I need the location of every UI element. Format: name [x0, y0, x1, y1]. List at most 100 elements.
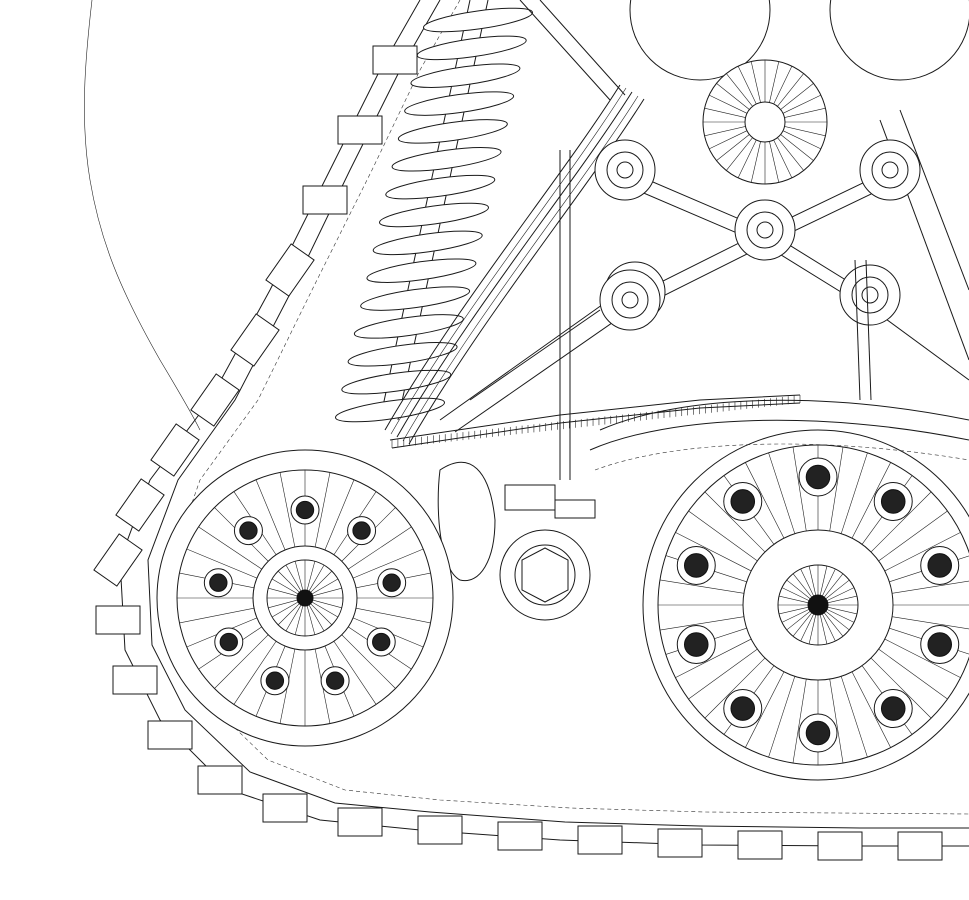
wheel-spoke-line [675, 638, 752, 678]
tread-block [93, 533, 143, 587]
wheel-spoke-line [716, 134, 750, 161]
wheel-spoke-line [704, 491, 766, 553]
wheel-spoke-line [716, 83, 750, 110]
upper-gear-cluster [629, 0, 969, 185]
wheel-bolt-center [880, 696, 906, 721]
wheel-spoke-line [768, 676, 796, 758]
wheel-spoke-line [792, 612, 812, 637]
wheel-spoke-line [851, 462, 891, 539]
wheel-spoke-line [822, 613, 836, 642]
spring-coil [372, 230, 483, 256]
spring-coil [360, 286, 471, 311]
wheel-spoke-line [355, 607, 431, 624]
wheel-spoke-line [324, 479, 355, 551]
spring-coil [347, 342, 458, 367]
wheel-spoke-line [792, 573, 812, 598]
tread-block [197, 765, 243, 795]
vertical-rods [559, 150, 872, 480]
wheel-spoke-line [750, 61, 761, 103]
wheel-spoke-line [829, 446, 844, 531]
wheel-spoke-line [826, 609, 855, 623]
tread-block [190, 373, 240, 427]
tread-block [337, 115, 383, 145]
wheel-spoke-line [268, 599, 298, 609]
wheel-spoke-line [824, 612, 844, 637]
pivot-joints [594, 139, 921, 331]
wheel-spoke-line [294, 561, 304, 591]
wheel-bolt-center [265, 671, 285, 690]
wheel-spoke-line [271, 578, 299, 595]
wheel-spoke-line [675, 532, 752, 572]
coil-spring [335, 0, 533, 423]
wheel-bolt-center [239, 521, 258, 540]
wheel-bolt-center [372, 632, 391, 652]
pivot-joint-pin [756, 221, 774, 239]
wheel-bolt-center [382, 573, 401, 592]
wheel-spoke-line [311, 601, 339, 618]
pivot-joint [594, 139, 656, 201]
tread-block [657, 828, 703, 858]
wheel-spoke-line [870, 491, 932, 553]
wheel-spoke-line [308, 564, 325, 592]
wheel-spoke-line [878, 648, 948, 700]
tread-block [302, 185, 348, 215]
track-tread-left [93, 0, 969, 861]
pivot-joint-pin [861, 286, 879, 304]
tread-block [95, 605, 141, 635]
wheel-spoke-line [808, 614, 817, 645]
wheel-spoke-line [781, 587, 810, 601]
wheel-spoke-line [826, 587, 855, 601]
wheel-spoke-line [198, 526, 262, 570]
wheel-spoke-line [277, 603, 300, 626]
wheel-spoke-line [306, 561, 316, 591]
pivot-joint-ring [746, 211, 784, 249]
wheel-spoke-line [824, 573, 844, 598]
spring-coil [341, 369, 452, 395]
wheel-spoke-line [352, 548, 424, 579]
outer-silhouette-curve [84, 0, 201, 431]
wheel-spoke-line [704, 107, 746, 118]
wheel-spoke-line [688, 648, 758, 700]
right-road-wheel [642, 429, 969, 781]
wheel-spoke-line [829, 679, 844, 764]
wheel-spoke-line [312, 599, 342, 609]
wheel-spoke-line [737, 139, 757, 178]
wheel-bolt-center [927, 632, 953, 657]
tread-block [230, 313, 280, 367]
tread-block [337, 807, 383, 837]
wheel-spoke-line [233, 641, 277, 705]
wheel-spoke-line [840, 452, 868, 534]
wheel-spoke-line [704, 657, 766, 719]
pivot-joint-pin [616, 161, 634, 179]
tread-block [262, 793, 308, 823]
wheel-spoke-line [294, 605, 304, 635]
center-idler [437, 461, 596, 621]
wheel-bolt-center [683, 553, 709, 578]
wheel-spoke-line [333, 641, 377, 705]
spring-coil [385, 174, 496, 200]
tread-block [115, 478, 165, 532]
wheel-spoke-line [277, 570, 300, 593]
wheel-spoke-line [768, 452, 796, 534]
wheel-spoke-line [750, 141, 761, 183]
pivot-joint [859, 139, 921, 201]
spring-coil [410, 63, 521, 88]
wheel-spoke-line [786, 611, 811, 631]
tread-block [817, 831, 863, 861]
wheel-bolt-center [219, 632, 238, 652]
wheel-bolt-center [295, 500, 315, 520]
wheel-bolt-center [730, 489, 756, 514]
wheel-spoke-line [792, 679, 807, 764]
wheel-spoke-line [827, 595, 858, 604]
wheel-bolt-center [730, 696, 756, 721]
wheel-spoke-line [800, 568, 814, 597]
tread-block [112, 665, 158, 695]
wheel-spoke-line [306, 605, 316, 635]
wheel-spoke-line [781, 609, 810, 623]
pivot-joint-pin [621, 291, 639, 309]
wheel-spoke-line [884, 638, 961, 678]
tread-block [372, 45, 418, 75]
track-tread-right [589, 399, 969, 471]
wheel-spoke-line [870, 657, 932, 719]
